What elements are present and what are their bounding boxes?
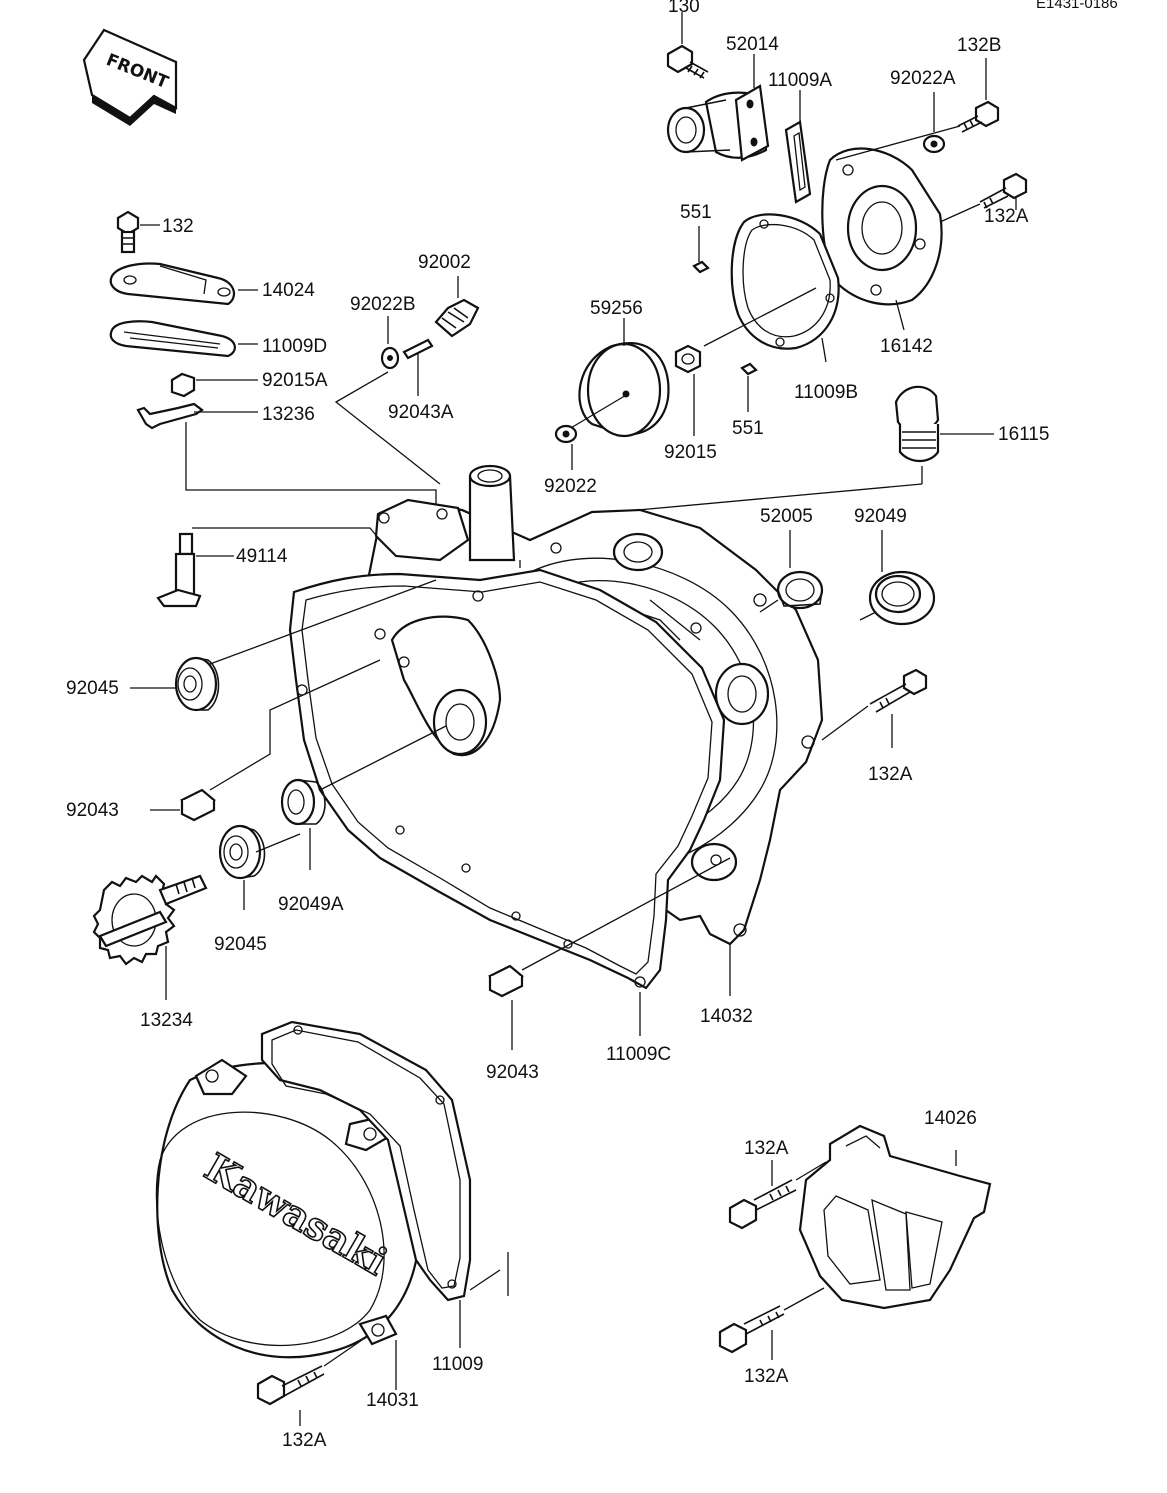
part-label: 11009B bbox=[794, 382, 858, 403]
part-label: 92049 bbox=[854, 506, 907, 527]
part-label: 16115 bbox=[998, 424, 1049, 445]
part-label: 92002 bbox=[418, 252, 471, 273]
part-label: 92043A bbox=[388, 402, 454, 423]
oil-seal-52005 bbox=[759, 530, 824, 613]
oil-filler-cap-16115 bbox=[894, 385, 994, 484]
gasket-11009 bbox=[260, 1020, 509, 1348]
part-label: 132A bbox=[984, 206, 1029, 227]
oil-seal-92049 bbox=[859, 530, 936, 626]
part-label: 14032 bbox=[700, 1006, 753, 1027]
part-label: 551 bbox=[732, 418, 764, 439]
bearing-92049A bbox=[280, 725, 447, 870]
part-label: 132A bbox=[868, 764, 913, 785]
generator-cover-14031: Kawasaki bbox=[155, 1058, 422, 1390]
washer-92022 bbox=[554, 424, 578, 470]
cover-plate-14024 bbox=[109, 262, 258, 306]
washer-92022A bbox=[922, 92, 946, 154]
part-label: 92043 bbox=[66, 800, 119, 821]
front-arrow-icon: FRONT bbox=[82, 28, 178, 126]
nut-92015A bbox=[170, 372, 258, 398]
diagram-code: E1431-0186 bbox=[1036, 0, 1118, 12]
nut-92015 bbox=[674, 344, 702, 436]
part-label: 14024 bbox=[262, 280, 315, 301]
dowel-pin-551-upper bbox=[692, 226, 710, 274]
part-label: 14026 bbox=[924, 1108, 977, 1129]
bearing-92045-lower bbox=[218, 824, 266, 910]
part-label: 52005 bbox=[760, 506, 813, 527]
shaft-49114 bbox=[156, 527, 381, 608]
pump-cover-16142 bbox=[821, 147, 943, 331]
part-label: 132A bbox=[282, 1430, 327, 1451]
dowel-92043-upper bbox=[150, 659, 381, 822]
part-label: 132A bbox=[744, 1366, 789, 1387]
gasket-11009D bbox=[109, 320, 258, 358]
part-label: 92043 bbox=[486, 1062, 539, 1083]
part-label: 49114 bbox=[236, 546, 288, 567]
bolt-132A-lower-left bbox=[256, 1339, 363, 1426]
part-label: 14031 bbox=[366, 1390, 419, 1411]
part-label: 92022B bbox=[350, 294, 416, 315]
water-pipe-52014 bbox=[666, 54, 770, 162]
gasket-11009C bbox=[288, 542, 726, 1036]
washer-92022B bbox=[380, 316, 400, 370]
part-label: 130 bbox=[668, 0, 700, 17]
part-label: 11009A bbox=[768, 70, 832, 91]
bolt-132-top bbox=[116, 210, 160, 254]
part-label: 551 bbox=[680, 202, 712, 223]
part-label: 11009 bbox=[432, 1354, 483, 1375]
pin-92043A bbox=[402, 338, 434, 396]
gasket-11009A bbox=[784, 90, 812, 204]
part-label: 92022 bbox=[544, 476, 597, 497]
bolt-130 bbox=[666, 12, 709, 79]
part-label: 92022A bbox=[890, 68, 956, 89]
bolt-132A-upper bbox=[939, 172, 1028, 223]
bolt-132B bbox=[957, 58, 1000, 133]
part-label: 13234 bbox=[140, 1010, 193, 1031]
bracket-13236 bbox=[136, 402, 437, 506]
bolt-132A-right bbox=[821, 668, 928, 748]
plug-92002 bbox=[434, 276, 480, 338]
part-label: 13236 bbox=[262, 404, 315, 425]
part-label: 92045 bbox=[214, 934, 267, 955]
part-label: 11009D bbox=[262, 336, 327, 357]
part-label: 11009C bbox=[606, 1044, 671, 1065]
part-label: 92015 bbox=[664, 442, 717, 463]
coolant-passage bbox=[390, 615, 502, 757]
bolt-132A-guard-upper bbox=[728, 1160, 827, 1230]
bolt-132A-guard-lower bbox=[718, 1287, 825, 1360]
sprocket-guard-14026 bbox=[798, 1124, 992, 1310]
gasket-11009B bbox=[703, 213, 840, 363]
impeller-59256 bbox=[563, 318, 670, 438]
part-label: 16142 bbox=[880, 336, 933, 357]
part-label: 132B bbox=[957, 35, 1001, 56]
part-label: 92015A bbox=[262, 370, 328, 391]
part-label: 132A bbox=[744, 1138, 789, 1159]
part-labels: 130 52014 11009A 132B 92022A 132 14024 1… bbox=[66, 0, 1049, 1451]
part-label: 59256 bbox=[590, 298, 643, 319]
part-label: 132 bbox=[162, 216, 194, 237]
sprocket-shaft-13234 bbox=[92, 874, 208, 1000]
water-pipe-neck bbox=[374, 464, 516, 562]
dowel-pin-551-lower bbox=[740, 362, 758, 412]
bearing-92045-upper bbox=[130, 579, 437, 712]
part-label: 52014 bbox=[726, 34, 779, 55]
part-label: 92049A bbox=[278, 894, 344, 915]
part-label: 92045 bbox=[66, 678, 119, 699]
dowel-92043-lower bbox=[488, 857, 731, 1050]
